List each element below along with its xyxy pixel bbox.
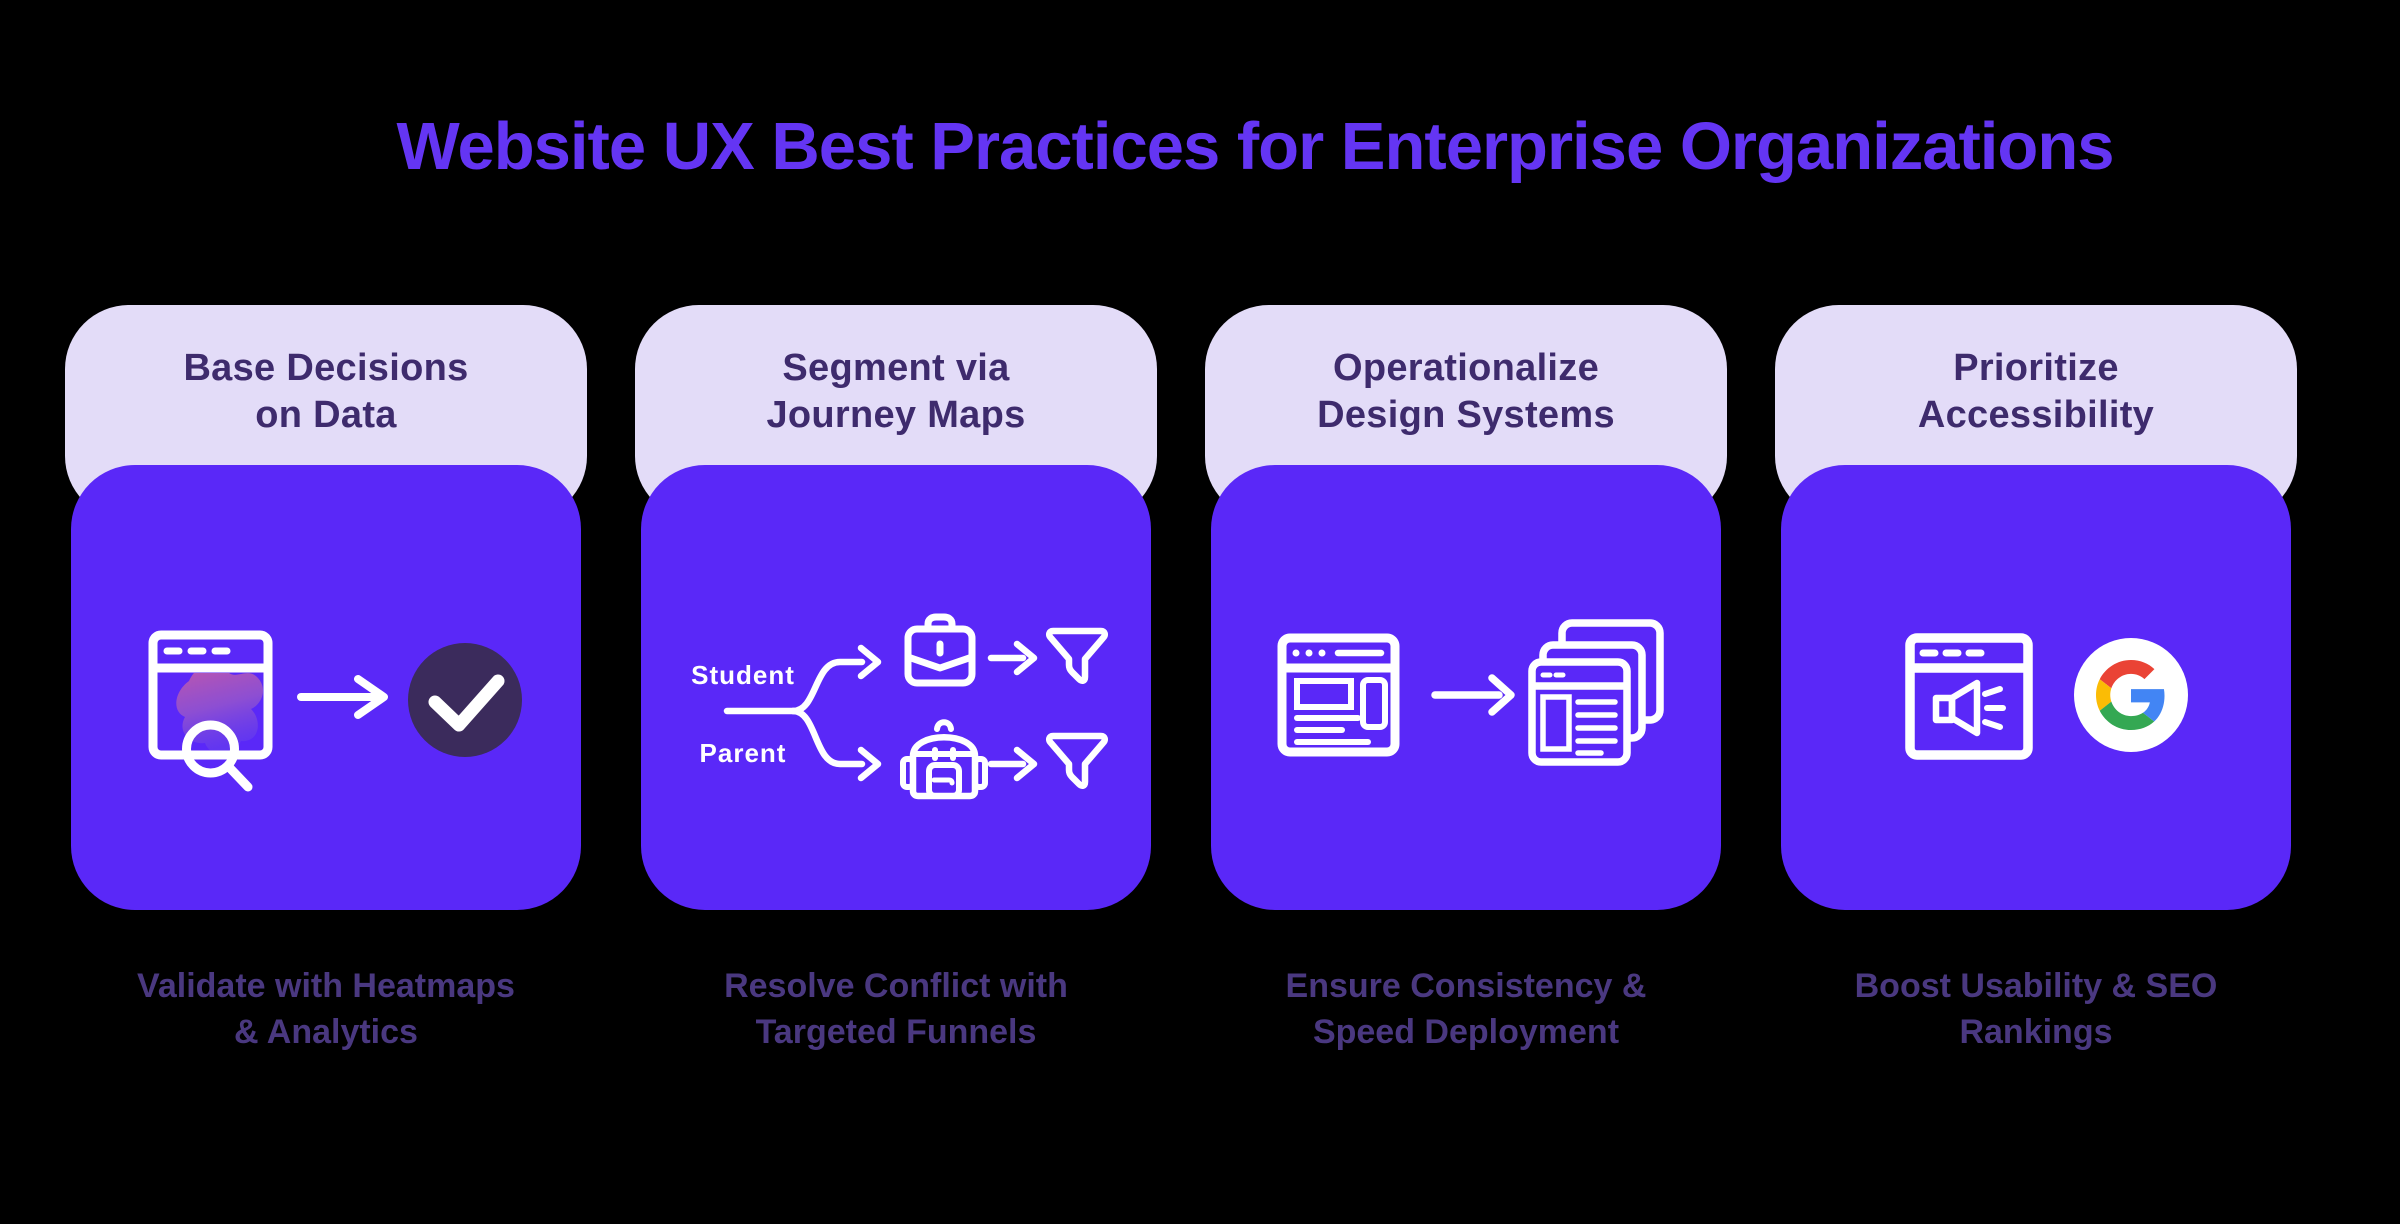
card-header-text: Prioritize Accessibility: [1775, 305, 2297, 465]
header-line: Segment via: [782, 347, 1010, 389]
funnel-icon: [1046, 627, 1108, 684]
caption-line: & Analytics: [234, 1013, 418, 1051]
data-validation-scene: [148, 630, 522, 792]
card-header-text: Operationalize Design Systems: [1205, 305, 1727, 465]
card-icon-panel: Student Parent: [641, 465, 1151, 910]
card-accessibility: Prioritize Accessibility: [1775, 305, 2297, 910]
accessibility-scene: [1905, 633, 2188, 760]
header-line: Accessibility: [1917, 394, 2155, 436]
caption-line: Targeted Funnels: [755, 1013, 1037, 1051]
google-logo: [2074, 638, 2188, 752]
card-caption: Validate with Heatmaps & Analytics: [65, 963, 587, 1055]
funnel-icon: [1046, 732, 1108, 789]
caption-line: Speed Deployment: [1312, 1013, 1620, 1051]
caption-line: Boost Usability & SEO: [1854, 967, 2218, 1005]
caption-line: Validate with Heatmaps: [137, 967, 515, 1005]
card-header-text: Segment via Journey Maps: [635, 305, 1157, 465]
card-journey-maps: Segment via Journey Maps Student Parent: [635, 305, 1157, 910]
card-icon-panel: [71, 465, 581, 910]
browser-heatmap-magnifier-icon: [148, 630, 273, 792]
header-line: Design Systems: [1317, 394, 1615, 436]
card-header-text: Base Decisions on Data: [65, 305, 587, 465]
header-line: Base Decisions: [183, 347, 469, 389]
header-line: Operationalize: [1332, 347, 1600, 389]
card-icon-panel: [1781, 465, 2291, 910]
header-line: on Data: [255, 394, 397, 436]
card-icon-panel: [1211, 465, 1721, 910]
card-base-decisions: Base Decisions on Data: [65, 305, 587, 910]
branch-split-icon: [723, 644, 882, 782]
segment-label-student: Student: [691, 660, 795, 690]
window-stack-icon: [1528, 619, 1664, 766]
browser-speaker-icon: [1905, 633, 2033, 760]
card-caption: Boost Usability & SEO Rankings: [1775, 963, 2297, 1055]
card-caption: Ensure Consistency & Speed Deployment: [1205, 963, 1727, 1055]
header-line: Prioritize: [1953, 347, 2119, 389]
arrow-right-icon: [987, 640, 1038, 676]
arrow-right-icon: [297, 675, 388, 719]
header-line: Journey Maps: [766, 394, 1026, 436]
journey-map-scene: Student Parent: [691, 613, 1108, 800]
caption-line: Ensure Consistency &: [1285, 967, 1647, 1005]
briefcase-icon: [904, 613, 976, 687]
caption-line: Rankings: [1959, 1013, 2113, 1051]
arrow-right-icon: [987, 746, 1038, 782]
caption-line: Resolve Conflict with: [724, 967, 1068, 1005]
backpack-icon: [900, 719, 988, 800]
browser-wireframe-icon: [1277, 633, 1400, 757]
segment-label-parent: Parent: [700, 738, 787, 768]
design-system-scene: [1277, 619, 1664, 766]
card-caption: Resolve Conflict with Targeted Funnels: [635, 963, 1157, 1055]
arrow-right-icon: [1431, 674, 1515, 716]
check-circle-icon: [408, 643, 522, 757]
page-title: Website UX Best Practices for Enterprise…: [396, 109, 2114, 184]
card-design-systems: Operationalize Design Systems: [1205, 305, 1727, 910]
